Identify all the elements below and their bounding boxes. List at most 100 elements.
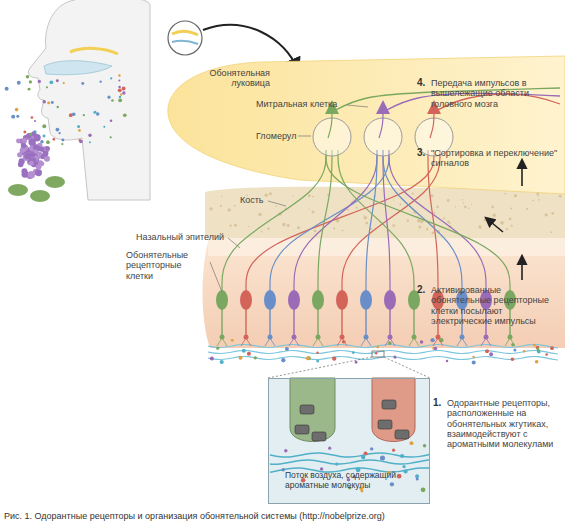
art-circle (247, 352, 251, 356)
leader-line (228, 238, 240, 248)
art-circle (110, 136, 112, 138)
art-circle (234, 205, 236, 207)
art-circle (42, 124, 46, 128)
art-circle (394, 356, 397, 359)
art-circle (99, 81, 101, 83)
art-circle (56, 79, 59, 82)
art-circle (43, 134, 46, 137)
art-path (294, 150, 377, 292)
art-circle (510, 207, 512, 209)
art-circle (234, 224, 237, 227)
art-circle (120, 93, 122, 95)
art-circle (242, 349, 246, 353)
leader-line (347, 105, 368, 107)
art-path (328, 112, 332, 138)
art-circle (123, 113, 127, 117)
art-circle (51, 101, 54, 104)
art-path (270, 460, 430, 465)
art-circle (513, 349, 516, 352)
zoom-spot (372, 351, 384, 357)
art-circle (307, 356, 311, 360)
art-path (361, 338, 371, 346)
art-circle (122, 87, 126, 91)
art-circle (426, 228, 429, 231)
art-rect (295, 425, 309, 434)
art-circle (78, 129, 81, 132)
art-circle (485, 349, 489, 353)
art-circle (500, 221, 504, 225)
art-circle (418, 226, 421, 229)
art-circle (118, 98, 122, 102)
art-path (270, 453, 430, 457)
art-circle (312, 210, 315, 213)
art-circle (363, 215, 364, 216)
art-path (366, 150, 377, 292)
callout-number: 3. (417, 147, 431, 159)
art-rect (395, 430, 409, 439)
art-circle (356, 207, 358, 209)
art-circle (421, 487, 426, 492)
art-circle (16, 115, 19, 118)
art-rect (300, 405, 314, 414)
art-circle (436, 206, 439, 209)
part-label: Гломерул (256, 131, 300, 141)
art-circle (111, 99, 114, 102)
art-circle (292, 195, 293, 196)
art-circle (72, 112, 76, 116)
step-arrow (486, 218, 503, 232)
leader-line (268, 201, 286, 206)
art-circle (28, 138, 35, 145)
part-label: Активированные обонятельные рецепторные … (431, 285, 556, 326)
art-ellipse (312, 290, 324, 310)
art-circle (314, 230, 317, 233)
step-arrow (521, 160, 523, 186)
olfactory-area (70, 48, 118, 54)
art-g (312, 150, 332, 346)
art-circle (118, 86, 121, 89)
art-path (457, 338, 467, 346)
art-g (383, 150, 396, 346)
art-circle (312, 196, 314, 198)
art-circle (402, 465, 405, 468)
art-g (288, 150, 377, 346)
art-path (241, 338, 251, 346)
art-circle (16, 139, 21, 144)
art-circle (220, 360, 224, 364)
art-circle (559, 195, 562, 198)
art-path (222, 150, 326, 292)
art-path (246, 150, 434, 292)
art-ellipse (240, 290, 252, 310)
art-ellipse (45, 176, 65, 188)
art-circle (276, 206, 277, 207)
art-circle (434, 347, 438, 351)
art-circle (492, 213, 496, 217)
art-circle (81, 82, 84, 85)
art-circle (342, 230, 344, 232)
art-circle (526, 208, 528, 210)
art-circle (122, 91, 125, 94)
art-ellipse (216, 290, 228, 310)
art-circle (464, 206, 467, 209)
art-circle (308, 195, 311, 198)
art-circle (536, 346, 540, 350)
art-circle (29, 161, 34, 166)
art-circle (118, 88, 122, 92)
art-circle (393, 199, 394, 200)
art-circle (332, 356, 336, 360)
art-circle (38, 80, 41, 83)
art-circle (221, 196, 222, 197)
callout-number: 1. (433, 397, 447, 409)
art-circle (21, 168, 27, 174)
art-circle (544, 213, 547, 216)
art-circle (96, 112, 99, 115)
art-circle (11, 115, 15, 119)
art-path (389, 150, 486, 292)
art-circle (463, 202, 464, 203)
art-path (313, 338, 323, 346)
art-path (430, 112, 434, 138)
art-circle (333, 227, 335, 229)
odor-molecules (5, 74, 127, 145)
art-circle (46, 140, 50, 144)
inset-caption: Поток воздуха, содержащий ароматные моле… (285, 471, 405, 491)
art-circle (504, 193, 506, 195)
